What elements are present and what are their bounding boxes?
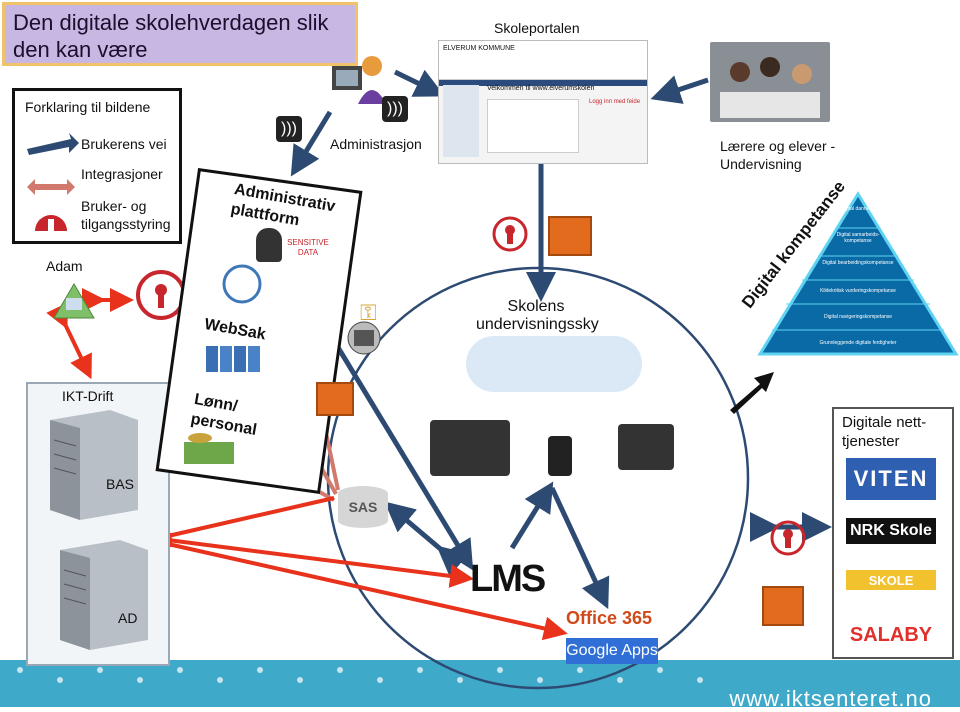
arrow-sas-lms (384, 501, 469, 577)
ikt-drift-label: IKT-Drift (62, 388, 114, 404)
pyramid-level-4: Kildekritisk vurderingskompetanse (820, 288, 896, 294)
portal-news (487, 99, 579, 153)
cloud-label: Skolens undervisningssky (476, 298, 599, 333)
red-ikt-lms (150, 526, 474, 588)
admin-label: Administrasjon (330, 136, 422, 152)
page-title: Den digitale skolehverdagen slik den kan… (2, 2, 358, 66)
red-adam-ikt (46, 302, 92, 380)
portal-sidebar (443, 85, 479, 157)
pyramid-level-6: Grunnleggende digitale ferdigheter (819, 340, 897, 346)
legend-item-integration: Integrasjoner (81, 166, 163, 182)
contactless-icon-2: ))) (382, 96, 408, 122)
arrow-admin-to-portal (393, 69, 445, 97)
server-ad-icon (50, 540, 150, 655)
portal-screenshot[interactable]: ELVERUM KOMMUNE Velkommen til www.elveru… (438, 40, 648, 164)
pyramid-level-5: Digital navigeringskompetanse (823, 314, 893, 320)
viten-logo[interactable]: VITEN (846, 458, 936, 500)
arrow-cloud-office (549, 486, 610, 610)
firewall-icon-1 (316, 382, 354, 416)
red-ikt-office (149, 528, 568, 641)
server-bas-icon (40, 410, 140, 525)
head-data-icon (256, 228, 282, 262)
ad-label: AD (118, 610, 138, 626)
nrk-skole-logo[interactable]: NRK Skole (846, 518, 936, 544)
competence-pyramid (757, 191, 959, 356)
classroom-photo (710, 42, 830, 122)
access-icon (35, 215, 67, 231)
portal-header: ELVERUM KOMMUNE (439, 41, 647, 80)
office365-logo[interactable]: Office 365 (566, 608, 653, 628)
integration-arrow-icon (27, 179, 75, 195)
legend: Forklaring til bildene Brukerens vei Int… (12, 88, 182, 244)
teachers-label: Lærere og elever - Undervisning (720, 138, 836, 172)
arrow-admin-to-platform (290, 110, 333, 177)
contactless-icon: ))) (276, 116, 302, 142)
pyramid-level-3: Digital bearbeidingskompetanse (822, 260, 894, 266)
bas-label: BAS (106, 476, 135, 492)
portal-welcome: Velkommen til www.elverumskolen (487, 85, 595, 92)
google-apps-logo[interactable]: Google Apps (566, 638, 658, 664)
money-icon (180, 428, 238, 471)
folders-icon (204, 336, 264, 381)
admin-user-icon (328, 44, 390, 111)
services-title: Digitale nett-tjenester (842, 414, 927, 450)
salaby-logo[interactable]: SALABY (849, 623, 933, 646)
legend-item-user: Brukerens vei (81, 136, 167, 152)
firewall-icon-3 (762, 586, 804, 626)
access-control-icon-2 (492, 216, 528, 257)
adam-label: Adam (46, 258, 83, 274)
portal-title: Skoleportalen (494, 20, 580, 36)
pyramid-level-1: Digital dannelse (840, 206, 876, 212)
sas-database[interactable]: SAS (338, 486, 388, 528)
legend-heading: Forklaring til bildene (25, 99, 151, 115)
lms-logo[interactable]: LMS (470, 558, 546, 600)
red-ikt-sas (149, 496, 335, 552)
cycle-icon (210, 262, 274, 311)
laptop-icon[interactable] (430, 420, 510, 476)
monitor-icon[interactable] (618, 424, 674, 470)
arrow-teachers-to-portal (650, 75, 709, 104)
user-path-arrow-icon (27, 133, 79, 155)
firewall-icon-2 (548, 216, 592, 256)
access-control-icon-3 (770, 520, 806, 561)
key-icon: ⚿ (360, 300, 377, 325)
cloud-shape (466, 336, 642, 392)
footer-band (0, 660, 960, 707)
legend-item-access: Bruker- og tilgangsstyring (81, 198, 171, 232)
phone-icon[interactable] (548, 436, 572, 476)
pyramid-level-2: Digital samarbeids-kompetanse (836, 232, 880, 244)
skole-logo[interactable]: SKOLE (846, 570, 936, 590)
adam-icon (52, 282, 96, 325)
security-chip-icon (346, 320, 382, 361)
legend-icons (27, 133, 79, 231)
arrow-to-pyramid (730, 372, 774, 414)
sensitive-label: SENSITIVE DATA (287, 238, 329, 257)
portal-login[interactable]: Logg inn med feide (589, 99, 641, 105)
arrow-lms-cloud (509, 481, 554, 550)
